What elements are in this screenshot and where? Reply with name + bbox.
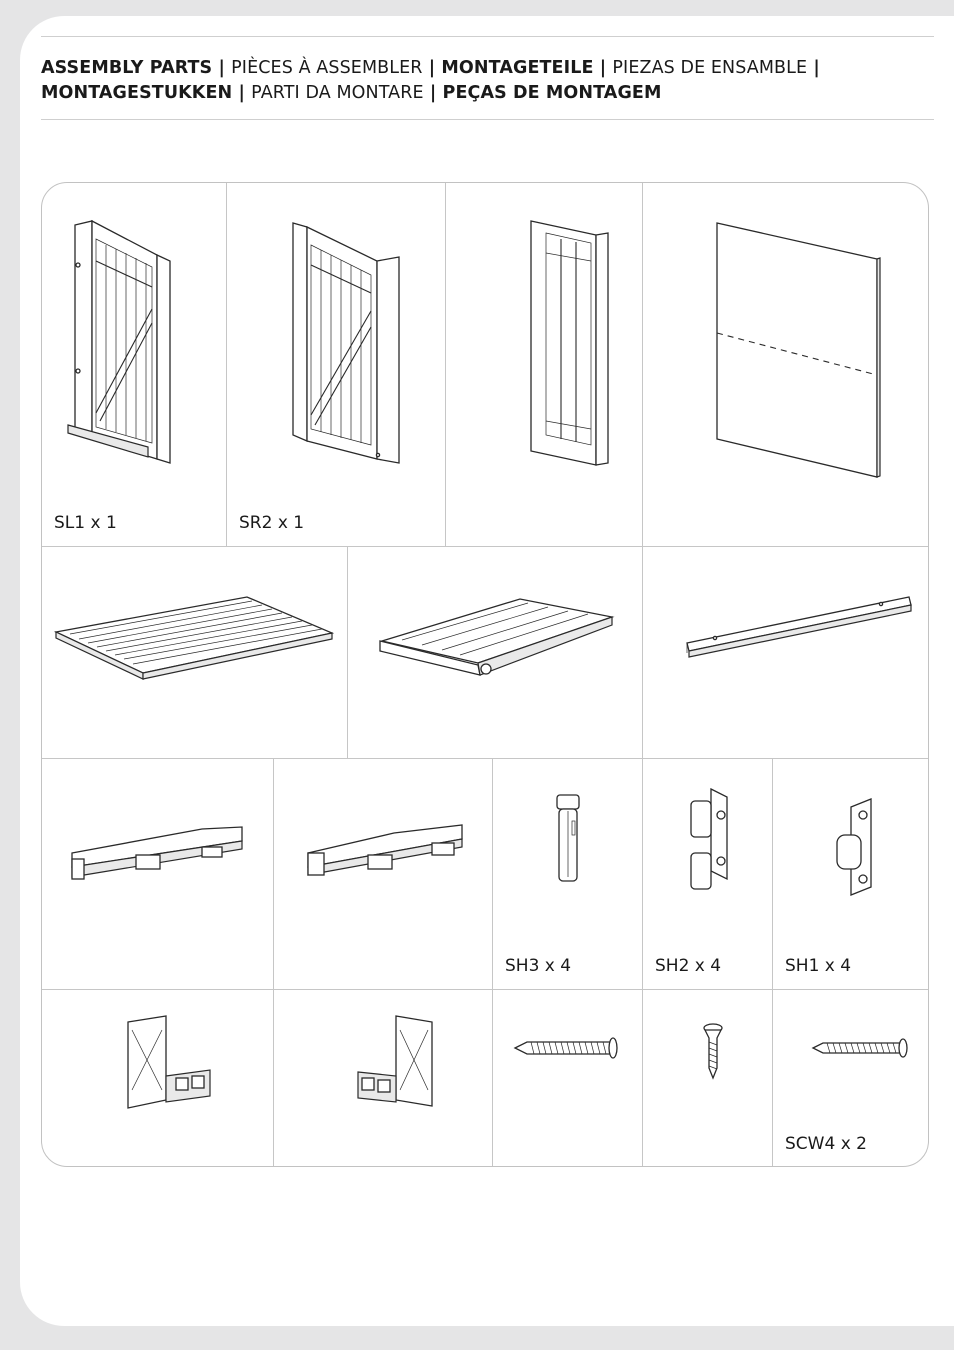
title-spanish: PIEZAS DE ENSAMBLE (612, 58, 807, 78)
part-cell-left-rail (42, 759, 274, 990)
title-english: ASSEMBLY PARTS (41, 58, 212, 78)
front-panel-drawing (446, 183, 643, 547)
left-wall-panel-drawing (42, 183, 227, 547)
title-italian: PARTI DA MONTARE (251, 83, 424, 103)
title-portuguese: PEÇAS DE MONTAGEM (443, 83, 662, 103)
floor-sheet-drawing (643, 183, 929, 547)
part-cell-sh3: SH3 x 4 (493, 759, 643, 990)
part-cell-short-screw (643, 990, 773, 1167)
right-rail-drawing (274, 759, 493, 990)
long-screw-drawing (493, 990, 643, 1167)
roof-panel-drawing (348, 547, 643, 759)
right-corner-bracket-drawing (274, 990, 493, 1167)
part-label-sh1: SH1 x 4 (785, 956, 851, 976)
part-cell-front-panel (446, 183, 643, 547)
part-cell-sl1: SL1 x 1 (42, 183, 227, 547)
part-cell-long-screw (493, 990, 643, 1167)
title-french: PIÈCES À ASSEMBLER (231, 58, 422, 78)
parts-grid: SL1 x 1 SR2 x 1 (41, 182, 929, 1167)
part-cell-right-bracket (274, 990, 493, 1167)
page-title: ASSEMBLY PARTS | PIÈCES À ASSEMBLER | MO… (41, 56, 921, 106)
part-cell-sr2: SR2 x 1 (227, 183, 446, 547)
support-bar-drawing (643, 547, 929, 759)
part-label-sl1: SL1 x 1 (54, 513, 117, 533)
right-wall-panel-drawing (227, 183, 446, 547)
part-label-sr2: SR2 x 1 (239, 513, 304, 533)
part-cell-roof (348, 547, 643, 759)
left-rail-drawing (42, 759, 274, 990)
part-cell-bar (643, 547, 929, 759)
part-cell-sh1: SH1 x 4 (773, 759, 929, 990)
floor-base-drawing (42, 547, 348, 759)
left-corner-bracket-drawing (42, 990, 274, 1167)
part-label-scw4: SCW4 x 2 (785, 1134, 867, 1154)
title-dutch: MONTAGESTUKKEN (41, 83, 232, 103)
part-cell-sh2: SH2 x 4 (643, 759, 773, 990)
part-label-sh3: SH3 x 4 (505, 956, 571, 976)
part-cell-scw4: SCW4 x 2 (773, 990, 929, 1167)
part-cell-floor-base (42, 547, 348, 759)
heading-rule (41, 119, 934, 120)
part-cell-right-rail (274, 759, 493, 990)
title-german: MONTAGETEILE (441, 58, 593, 78)
top-rule (41, 36, 934, 37)
part-label-sh2: SH2 x 4 (655, 956, 721, 976)
short-screw-drawing (643, 990, 773, 1167)
part-cell-left-bracket (42, 990, 274, 1167)
part-cell-floor-sheet (643, 183, 929, 547)
